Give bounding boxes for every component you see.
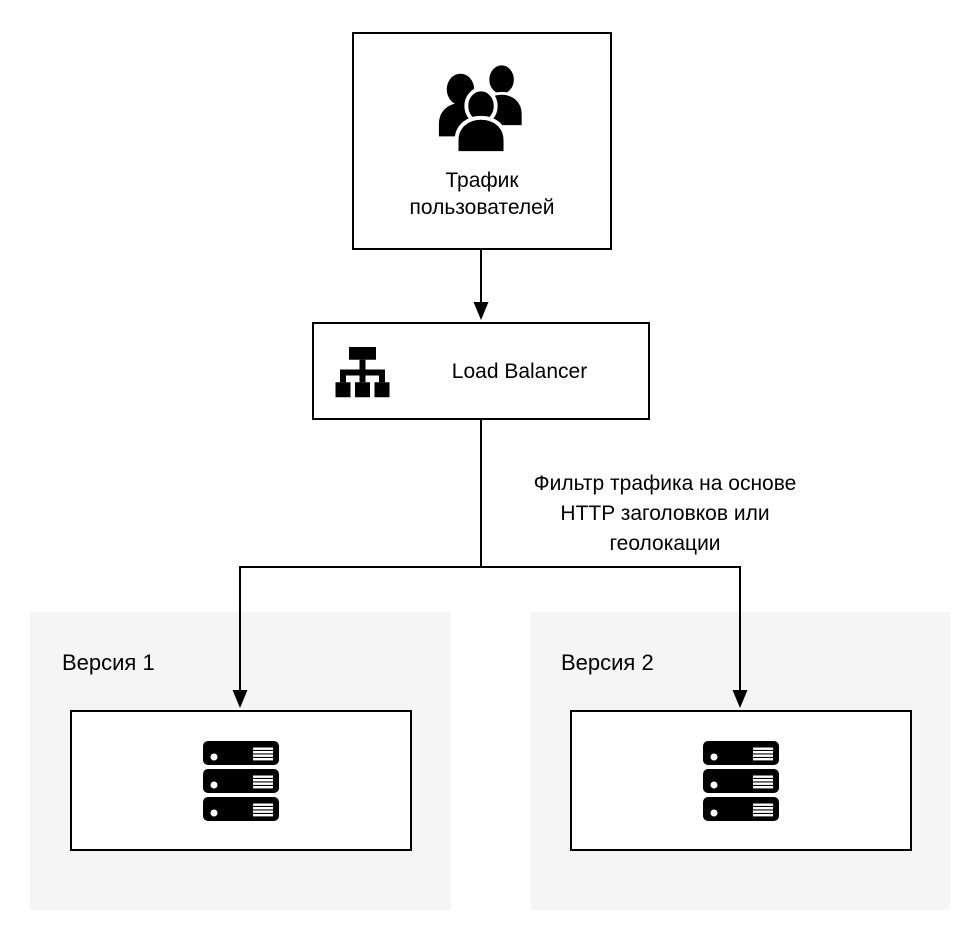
version-2-title: Версия 2 xyxy=(561,650,654,675)
hierarchy-icon xyxy=(334,342,391,400)
container-version-2[interactable]: Версия 2 xyxy=(531,612,950,910)
edge-filter-label: Фильтр трафика на основе HTTP заголовков… xyxy=(533,472,797,555)
version-1-title: Версия 1 xyxy=(62,650,155,675)
node-load-balancer[interactable]: Load Balancer xyxy=(312,322,650,420)
load-balancer-label: Load Balancer xyxy=(451,359,588,383)
node-user-traffic[interactable]: Трафик пользователей xyxy=(352,32,612,250)
node-servers-version-1[interactable] xyxy=(70,710,412,851)
container-version-1[interactable]: Версия 1 xyxy=(30,612,451,910)
users-icon xyxy=(433,60,531,154)
server-stack-icon xyxy=(703,740,779,821)
node-servers-version-2[interactable] xyxy=(570,710,912,851)
user-traffic-label: Трафик пользователей xyxy=(409,169,555,219)
server-stack-icon xyxy=(203,740,279,821)
arrowhead-lb xyxy=(473,302,489,320)
